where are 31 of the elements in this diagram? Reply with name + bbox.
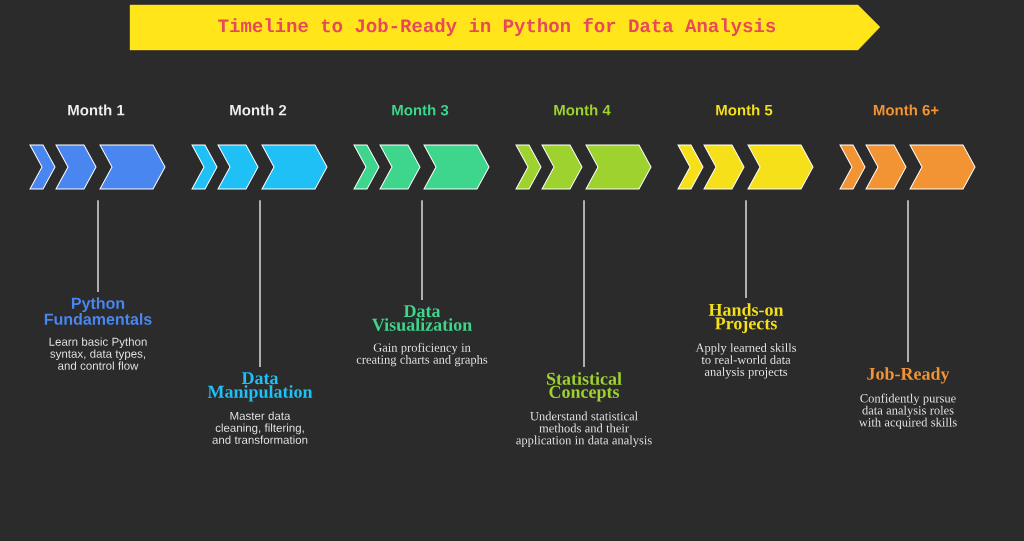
- chevron-drawing: [677, 144, 814, 190]
- connector-line: [583, 199, 585, 368]
- chevron-drawing: [29, 144, 166, 190]
- stage-heading: Hands-on Projects: [708, 303, 784, 334]
- connector-line: [97, 199, 99, 293]
- connector-line: [259, 199, 261, 368]
- stage-description: Learn basic Python syntax, data types, and control flow: [49, 337, 147, 370]
- month-label: Month 2: [230, 104, 287, 116]
- stage-description: Apply learned skills to real-world data analysis projects: [695, 343, 797, 379]
- chevron-drawing: [191, 144, 328, 190]
- stage-description: Master data cleaning, filtering, and transformation: [212, 411, 308, 444]
- month-label: Month 5: [716, 104, 773, 116]
- chevron-drawing: [353, 144, 490, 190]
- stage-description: Confidently pursue data analysis roles with acquired skills: [858, 393, 957, 430]
- month-label: Month 4: [554, 104, 611, 116]
- stage-heading: Data Manipulation: [207, 372, 313, 402]
- stage-heading: Statistical Concepts: [546, 372, 622, 402]
- connector-line: [421, 199, 423, 301]
- chevron-drawing: [515, 144, 652, 190]
- month-label: Month 6+: [873, 104, 939, 116]
- month-label: Month 1: [68, 104, 125, 116]
- connector-line: [907, 199, 909, 363]
- stage-description: Understand statistical methods and their application in data analysis: [516, 411, 652, 447]
- connector-line: [745, 199, 747, 299]
- stage-heading: Python Fundamentals: [44, 297, 152, 325]
- stage-heading: Data Visualization: [372, 305, 472, 331]
- title-banner: Timeline to Job-Ready in Python for Data Analysis: [129, 4, 881, 51]
- chevron-drawing: [839, 144, 976, 190]
- stage-heading: Job-Ready: [867, 367, 950, 384]
- month-label: Month 3: [392, 104, 449, 116]
- stage-description: Gain proficiency in creating charts and graphs: [356, 342, 488, 367]
